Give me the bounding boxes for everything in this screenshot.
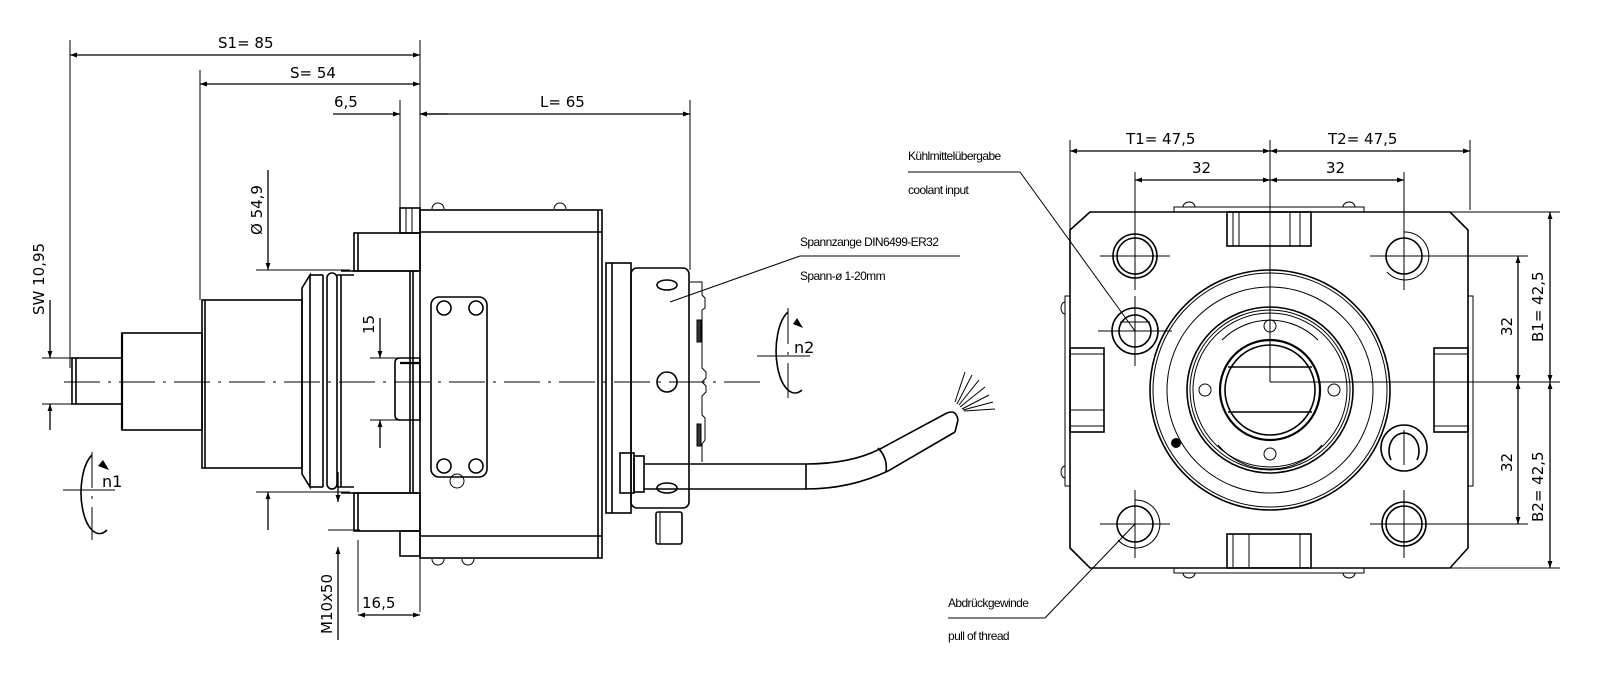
dim-b1: B1= 42,5: [1529, 271, 1547, 342]
rotation-symbol-n1: n1: [63, 452, 122, 540]
collet-note-line2: Spann-ø 1-20mm: [800, 269, 886, 283]
dim-l: L= 65: [540, 93, 585, 111]
coolant-note: Kühlmittelübergabe coolant input: [908, 149, 1136, 332]
bolt-holes: [1100, 222, 1440, 558]
dim-m10: M10x50: [318, 574, 336, 634]
collet-note: Spannzange DIN6499-ER32 Spann-ø 1-20mm: [669, 235, 960, 303]
dim-16-5: 16,5: [362, 594, 395, 612]
front-view: T1= 47,5 T2= 47,5 32 32 32 32 B1= 42,5 B…: [908, 130, 1560, 643]
rotation-symbol-n2: n2: [757, 308, 814, 398]
flange-ring: [301, 272, 354, 490]
thread-note-en: pull of thread: [948, 629, 1009, 643]
wire-strands: [954, 371, 996, 412]
dimension-lines: [47, 52, 690, 640]
collet-note-line1: Spannzange DIN6499-ER32: [800, 235, 939, 249]
front-extension-lines: [1069, 140, 1560, 569]
coolant-pipe: [619, 371, 996, 494]
front-dimension-lines: [1070, 148, 1553, 568]
output-head: [605, 262, 707, 545]
label-n2: n2: [794, 338, 814, 357]
dim-b2: B2= 42,5: [1529, 451, 1547, 522]
dim-b1-inner: 32: [1498, 317, 1516, 336]
dim-6-5: 6,5: [334, 93, 358, 111]
thread-note-de: Abdrückgewinde: [948, 596, 1029, 610]
dim-t2-inner: 32: [1326, 159, 1345, 177]
drive-shaft: [71, 299, 303, 469]
thread-note: Abdrückgewinde pull of thread: [948, 523, 1136, 643]
front-body-outline: [1069, 211, 1469, 569]
side-view: S1= 85 S= 54 6,5 L= 65 SW 10,95 Ø 54,9 1…: [30, 34, 996, 640]
front-keys: [1069, 211, 1469, 569]
dim-s: S= 54: [290, 64, 336, 82]
dim-diameter: Ø 54,9: [248, 185, 266, 235]
coolant-note-de: Kühlmittelübergabe: [908, 149, 1002, 163]
dim-t2: T2= 47,5: [1327, 130, 1397, 148]
pull-off-thread-port: [1380, 424, 1428, 472]
dim-15: 15: [360, 315, 378, 334]
front-plates: [1060, 201, 1474, 579]
dim-b2-inner: 32: [1498, 453, 1516, 472]
dim-t1-inner: 32: [1192, 159, 1211, 177]
label-n1: n1: [102, 472, 122, 491]
coolant-note-en: coolant input: [908, 183, 970, 197]
dim-sw: SW 10,95: [30, 243, 48, 315]
dim-s1: S1= 85: [218, 34, 274, 52]
gear-housing: [419, 202, 603, 566]
dim-t1: T1= 47,5: [1125, 130, 1195, 148]
